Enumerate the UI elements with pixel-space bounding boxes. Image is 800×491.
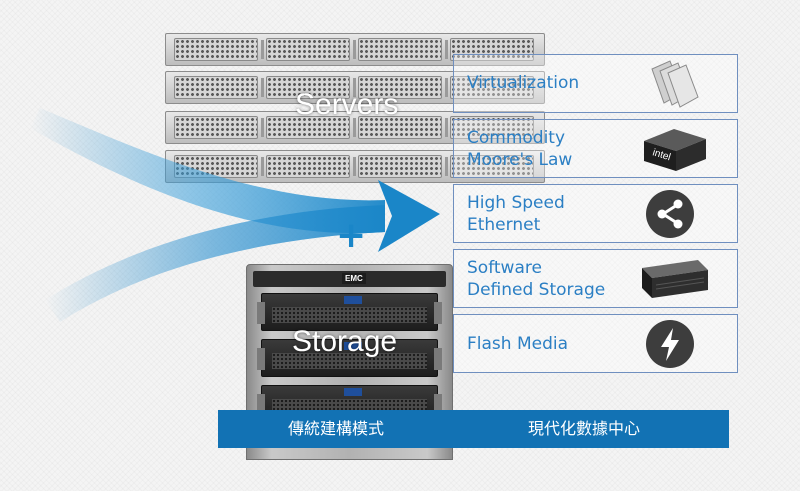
- modern-datacenter-label: 現代化數據中心: [528, 419, 641, 438]
- intel-logo-text: intel: [651, 147, 672, 163]
- feature-virtualization: Virtualization: [453, 54, 738, 113]
- arrow-head: [378, 180, 440, 252]
- storage-label: Storage: [292, 325, 398, 358]
- server-rack-image: [165, 33, 545, 183]
- storage-brand-logo: EMC: [342, 273, 366, 284]
- storage-drawer: [257, 293, 442, 331]
- feature-label: Software Defined Storage: [467, 258, 606, 300]
- servers-label: Servers: [295, 88, 399, 121]
- storage-drawer: [257, 339, 442, 377]
- lightning-icon: [646, 320, 694, 368]
- server-unit: [165, 111, 545, 144]
- server-unit: [165, 71, 545, 104]
- traditional-model-label: 傳統建構模式: [288, 419, 385, 438]
- feature-flash-media: Flash Media: [453, 314, 738, 373]
- server-unit: [165, 33, 545, 66]
- feature-label: Flash Media: [467, 334, 569, 354]
- feature-label: High Speed Ethernet: [467, 193, 565, 235]
- stacked-sheets-icon: [651, 60, 699, 108]
- feature-commodity: Commodity Moore's Law intel: [453, 119, 738, 178]
- feature-software-defined-storage: Software Defined Storage: [453, 249, 738, 308]
- intel-chip-icon: intel: [644, 129, 706, 171]
- bottom-bar: 傳統建構模式 現代化數據中心: [218, 410, 729, 448]
- feature-label: Commodity Moore's Law: [467, 128, 573, 170]
- feature-label: Virtualization: [467, 73, 580, 93]
- feature-ethernet: High Speed Ethernet: [453, 184, 738, 243]
- share-icon: [646, 190, 694, 238]
- storage-box-icon: [642, 260, 708, 298]
- arrow-sweep-top: [30, 108, 385, 234]
- arrow-sweep-bottom: [45, 205, 385, 322]
- server-unit: [165, 150, 545, 183]
- plus-sign: +: [336, 215, 367, 256]
